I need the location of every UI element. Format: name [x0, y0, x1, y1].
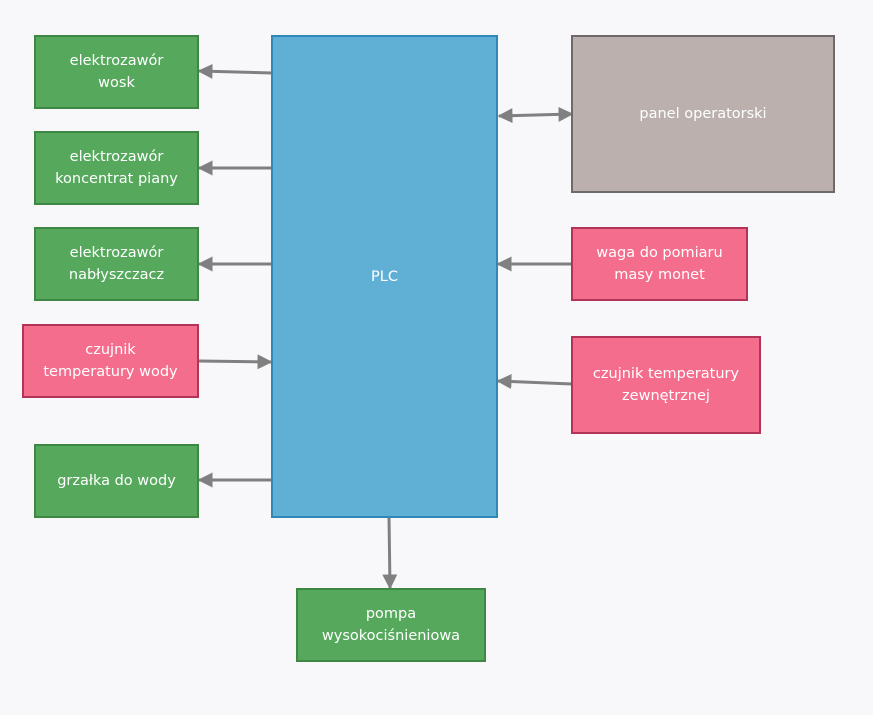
pump-label-line2: wysokociśnieniowa	[321, 628, 461, 644]
outdoor-temp-sensor-label-line1: czujnik temperatury	[592, 366, 740, 382]
water-heater-label: grzałka do wody	[57, 473, 176, 489]
valve-foam-label-line1: elektrozawór	[69, 149, 164, 165]
water-temp-sensor-label-line2: temperatury wody	[43, 364, 178, 380]
valve-foam-label-line2: koncentrat piany	[55, 171, 178, 187]
operator-panel-block[interactable]: panel operatorski	[571, 35, 835, 193]
water-temp-sensor-label-line1: czujnik	[85, 342, 136, 358]
outdoor-temp-sensor-block[interactable]: czujnik temperatury zewnętrznej	[571, 336, 761, 434]
coin-scale-block[interactable]: waga do pomiaru masy monet	[571, 227, 748, 301]
valve-foam-block[interactable]: elektrozawór koncentrat piany	[34, 131, 199, 205]
valve-shine-label-line1: elektrozawór	[69, 245, 164, 261]
arrow-plc-to-valve-wax	[197, 63, 273, 79]
valve-wax-label-line2: wosk	[98, 75, 135, 91]
coin-scale-label-line1: waga do pomiaru	[596, 245, 723, 261]
arrow-plc-panel-bidirectional	[497, 106, 574, 124]
valve-wax-label-line1: elektrozawór	[69, 53, 164, 69]
plc-block[interactable]: PLC	[271, 35, 498, 518]
pump-label-line1: pompa	[365, 606, 417, 622]
plc-label: PLC	[371, 268, 398, 285]
coin-scale-label-line2: masy monet	[614, 267, 705, 283]
arrow-water-sensor-to-plc	[198, 354, 273, 370]
outdoor-temp-sensor-label-line2: zewnętrznej	[622, 388, 710, 404]
water-heater-block[interactable]: grzałka do wody	[34, 444, 199, 518]
operator-panel-label: panel operatorski	[639, 106, 767, 122]
arrow-plc-to-pump	[382, 516, 398, 590]
valve-wax-block[interactable]: elektrozawór wosk	[34, 35, 199, 109]
arrow-outdoor-sensor-to-plc	[496, 374, 573, 390]
water-temp-sensor-block[interactable]: czujnik temperatury wody	[22, 324, 199, 398]
valve-shine-block[interactable]: elektrozawór nabłyszczacz	[34, 227, 199, 301]
pump-block[interactable]: pompa wysokociśnieniowa	[296, 588, 486, 662]
valve-shine-label-line2: nabłyszczacz	[68, 267, 165, 283]
